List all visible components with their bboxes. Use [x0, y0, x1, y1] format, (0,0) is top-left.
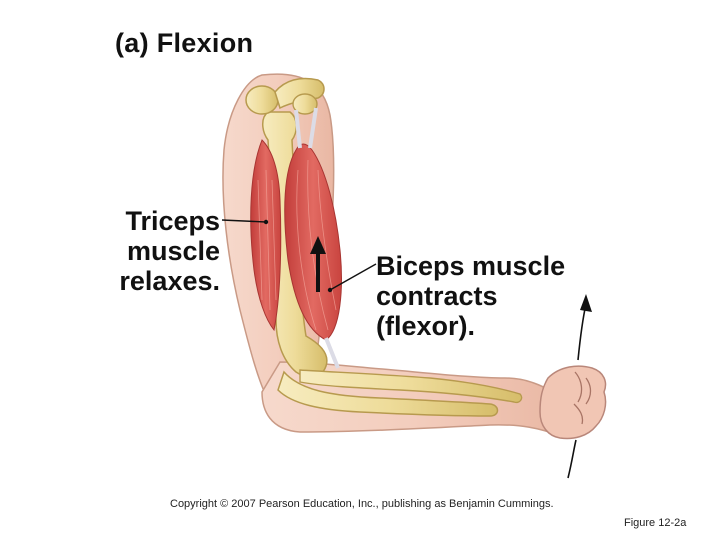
- biceps-tendons: [294, 107, 340, 369]
- finger-creases: [573, 371, 592, 425]
- figure-number: Figure 12-2a: [624, 517, 687, 529]
- biceps-leader-dot: [327, 287, 333, 293]
- triceps-label: Triceps muscle relaxes.: [112, 206, 220, 296]
- biceps-leader-line: [329, 263, 377, 291]
- biceps-label-line: Biceps muscle: [376, 251, 566, 281]
- figure-title: (a) Flexion: [115, 28, 254, 58]
- humerus-head: [245, 85, 279, 115]
- biceps-label-line: contracts: [376, 281, 498, 311]
- fist: [539, 365, 607, 440]
- biceps-label-line: (flexor).: [376, 311, 476, 341]
- copyright-notice: Copyright © 2007 Pearson Education, Inc.…: [170, 498, 554, 510]
- shoulder-joint: [292, 93, 318, 115]
- radius-bone: [299, 369, 523, 404]
- triceps-leader-dot: [263, 219, 269, 225]
- biceps-label: Biceps muscle contracts (flexor).: [376, 251, 565, 341]
- triceps-label-line: Triceps: [125, 206, 220, 236]
- triceps-leader-line: [221, 219, 267, 223]
- biceps-fibers: [296, 159, 337, 331]
- motion-arrowhead-icon: [580, 294, 592, 312]
- triceps-label-line: muscle: [126, 236, 220, 266]
- ulna-bone: [277, 370, 499, 417]
- triceps-fibers: [257, 169, 277, 311]
- triceps-label-line: relaxes.: [119, 266, 220, 296]
- contraction-arrowhead-icon: [310, 236, 326, 254]
- biceps-muscle: [284, 143, 342, 341]
